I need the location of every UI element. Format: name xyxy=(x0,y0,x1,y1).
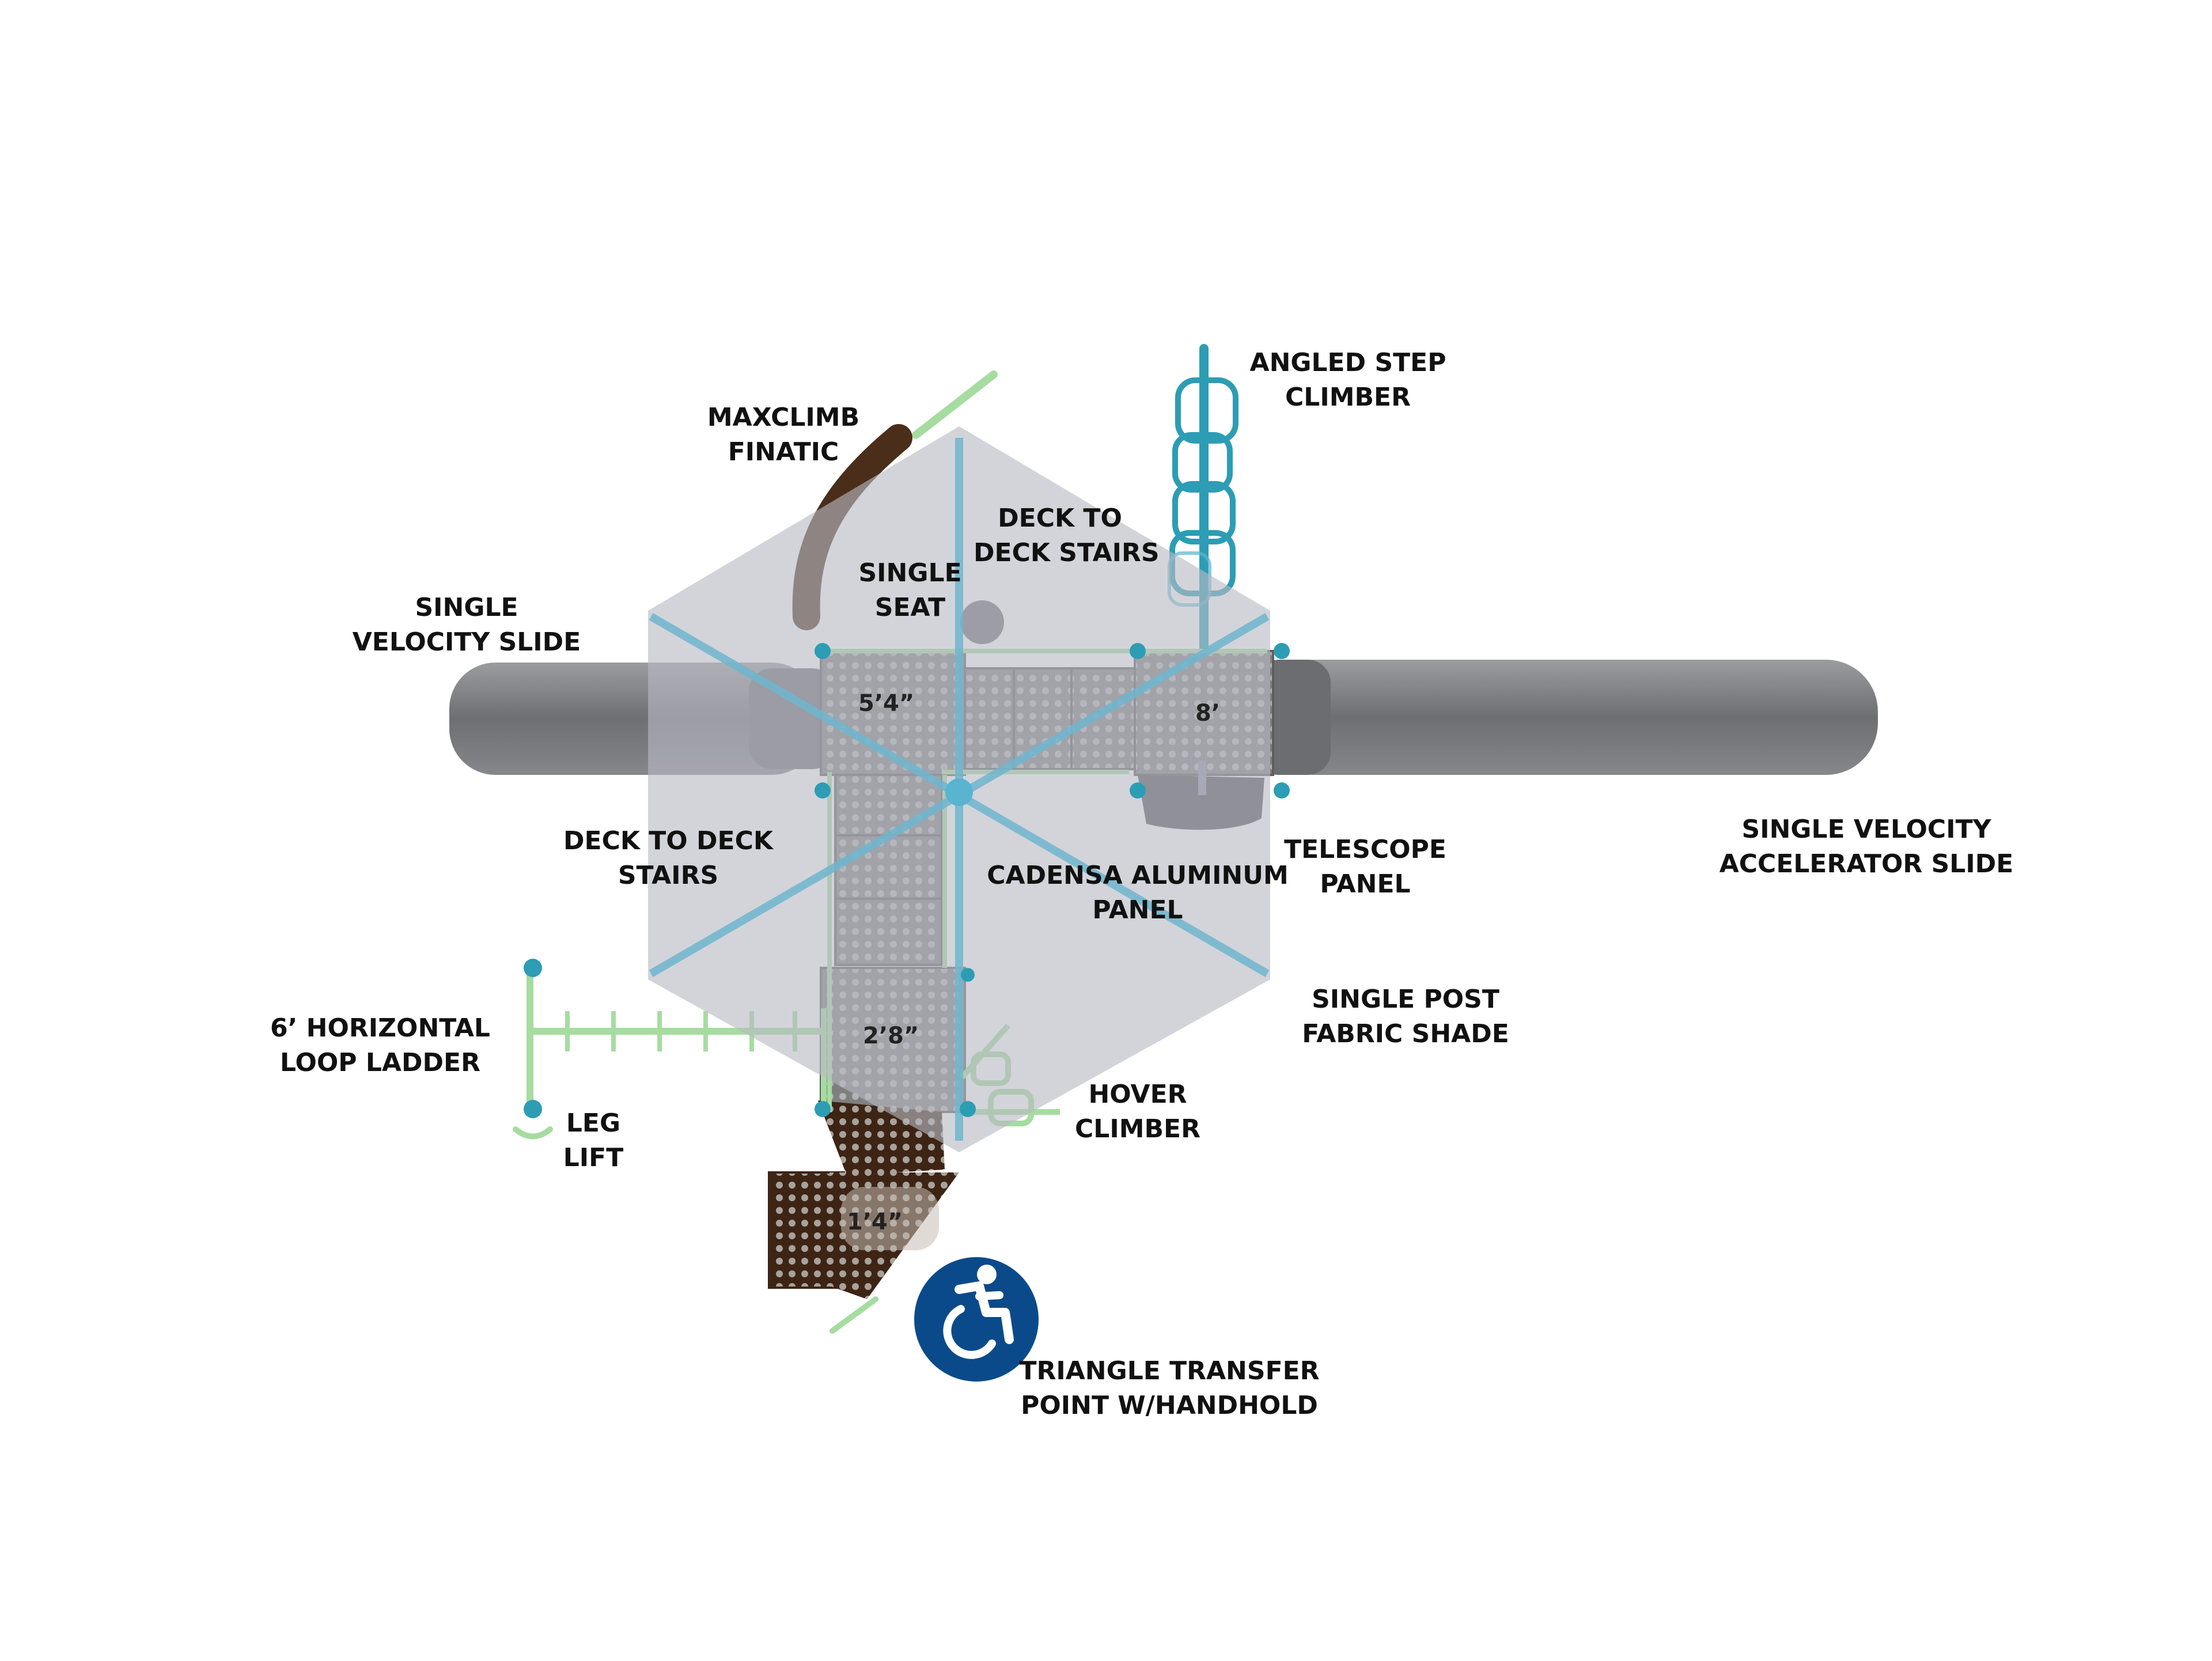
deck-height-1-4: 1’4” xyxy=(847,1209,903,1235)
leg-lift xyxy=(513,1126,553,1140)
triangle-transfer-structure xyxy=(768,1100,959,1334)
accessibility-icon xyxy=(914,1257,1039,1382)
single-post-fabric-shade xyxy=(648,426,1270,1152)
post-caps xyxy=(815,643,1290,1117)
deck-height-2-8: 2’8” xyxy=(863,1023,919,1049)
single-velocity-accelerator-slide xyxy=(1256,660,1878,775)
deck-height-5-4: 5’4” xyxy=(858,690,915,717)
deck-height-8: 8’ xyxy=(1195,700,1221,727)
